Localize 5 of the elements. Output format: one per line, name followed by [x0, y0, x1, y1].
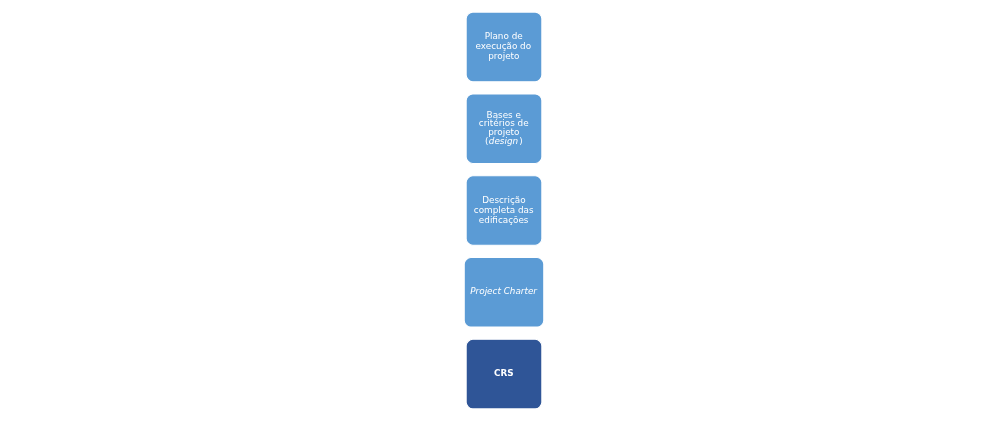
node-box: CRS [465, 338, 543, 410]
node-box: Descrição completa das edificações [465, 175, 543, 246]
node-box: Plano de execução do projeto [465, 11, 543, 83]
node-box: Bases e critérios de projeto (design) [465, 93, 543, 165]
node-box: Project Charter [463, 256, 545, 328]
